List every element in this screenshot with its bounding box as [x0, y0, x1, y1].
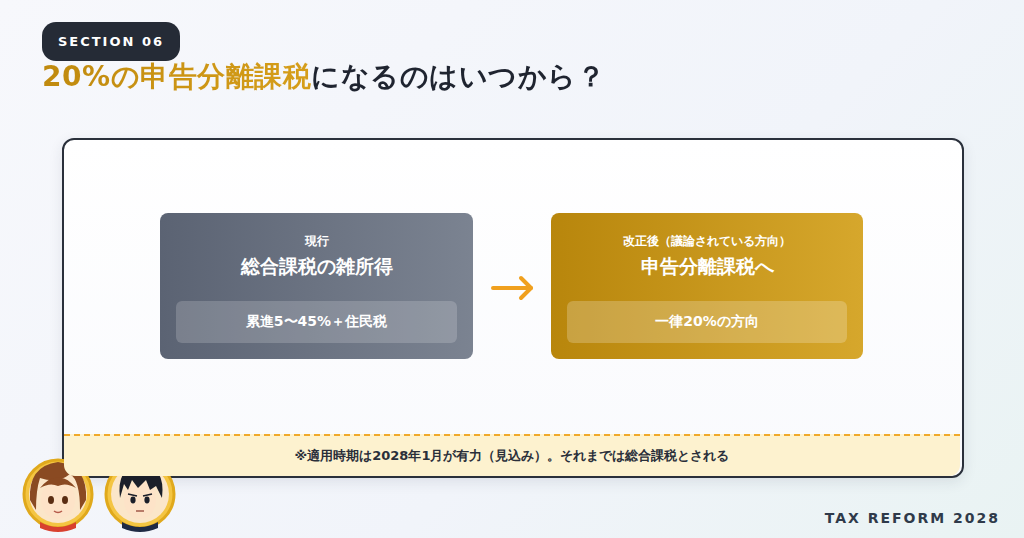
box-text: 総合課税の雑所得 [241, 254, 393, 280]
box-text: 一律20%の方向 [655, 313, 759, 331]
flow-arrow [493, 278, 531, 298]
box-text: 申告分離課税へ [641, 254, 774, 280]
arrow-head [521, 278, 531, 298]
box-text: ※適用時期は2028年1月が有力（見込み）。それまでは総合課税とされる [295, 447, 730, 465]
box-text: SECTION 06 [58, 34, 164, 49]
box-text: 累進5〜45%＋住民税 [246, 313, 387, 331]
box-heading: 改正後（議論されている方向） [623, 233, 791, 250]
arrow-line [493, 286, 531, 290]
footer-label: TAX REFORM 2028 [825, 510, 1000, 526]
box-heading: 現行 [305, 233, 329, 250]
rate-pill: 累進5〜45%＋住民税 [176, 301, 457, 343]
note-band: ※適用時期は2028年1月が有力（見込み）。それまでは総合課税とされる [64, 434, 960, 476]
current-box: 現行総合課税の雑所得累進5〜45%＋住民税 [160, 213, 473, 359]
section-badge: SECTION 06 [42, 22, 180, 61]
rate-pill: 一律20%の方向 [567, 301, 847, 343]
reform-box: 改正後（議論されている方向） 申告分離課税へ一律20%の方向 [551, 213, 863, 359]
page-title: 20%の申告分離課税になるのはいつから？ [42, 58, 605, 96]
